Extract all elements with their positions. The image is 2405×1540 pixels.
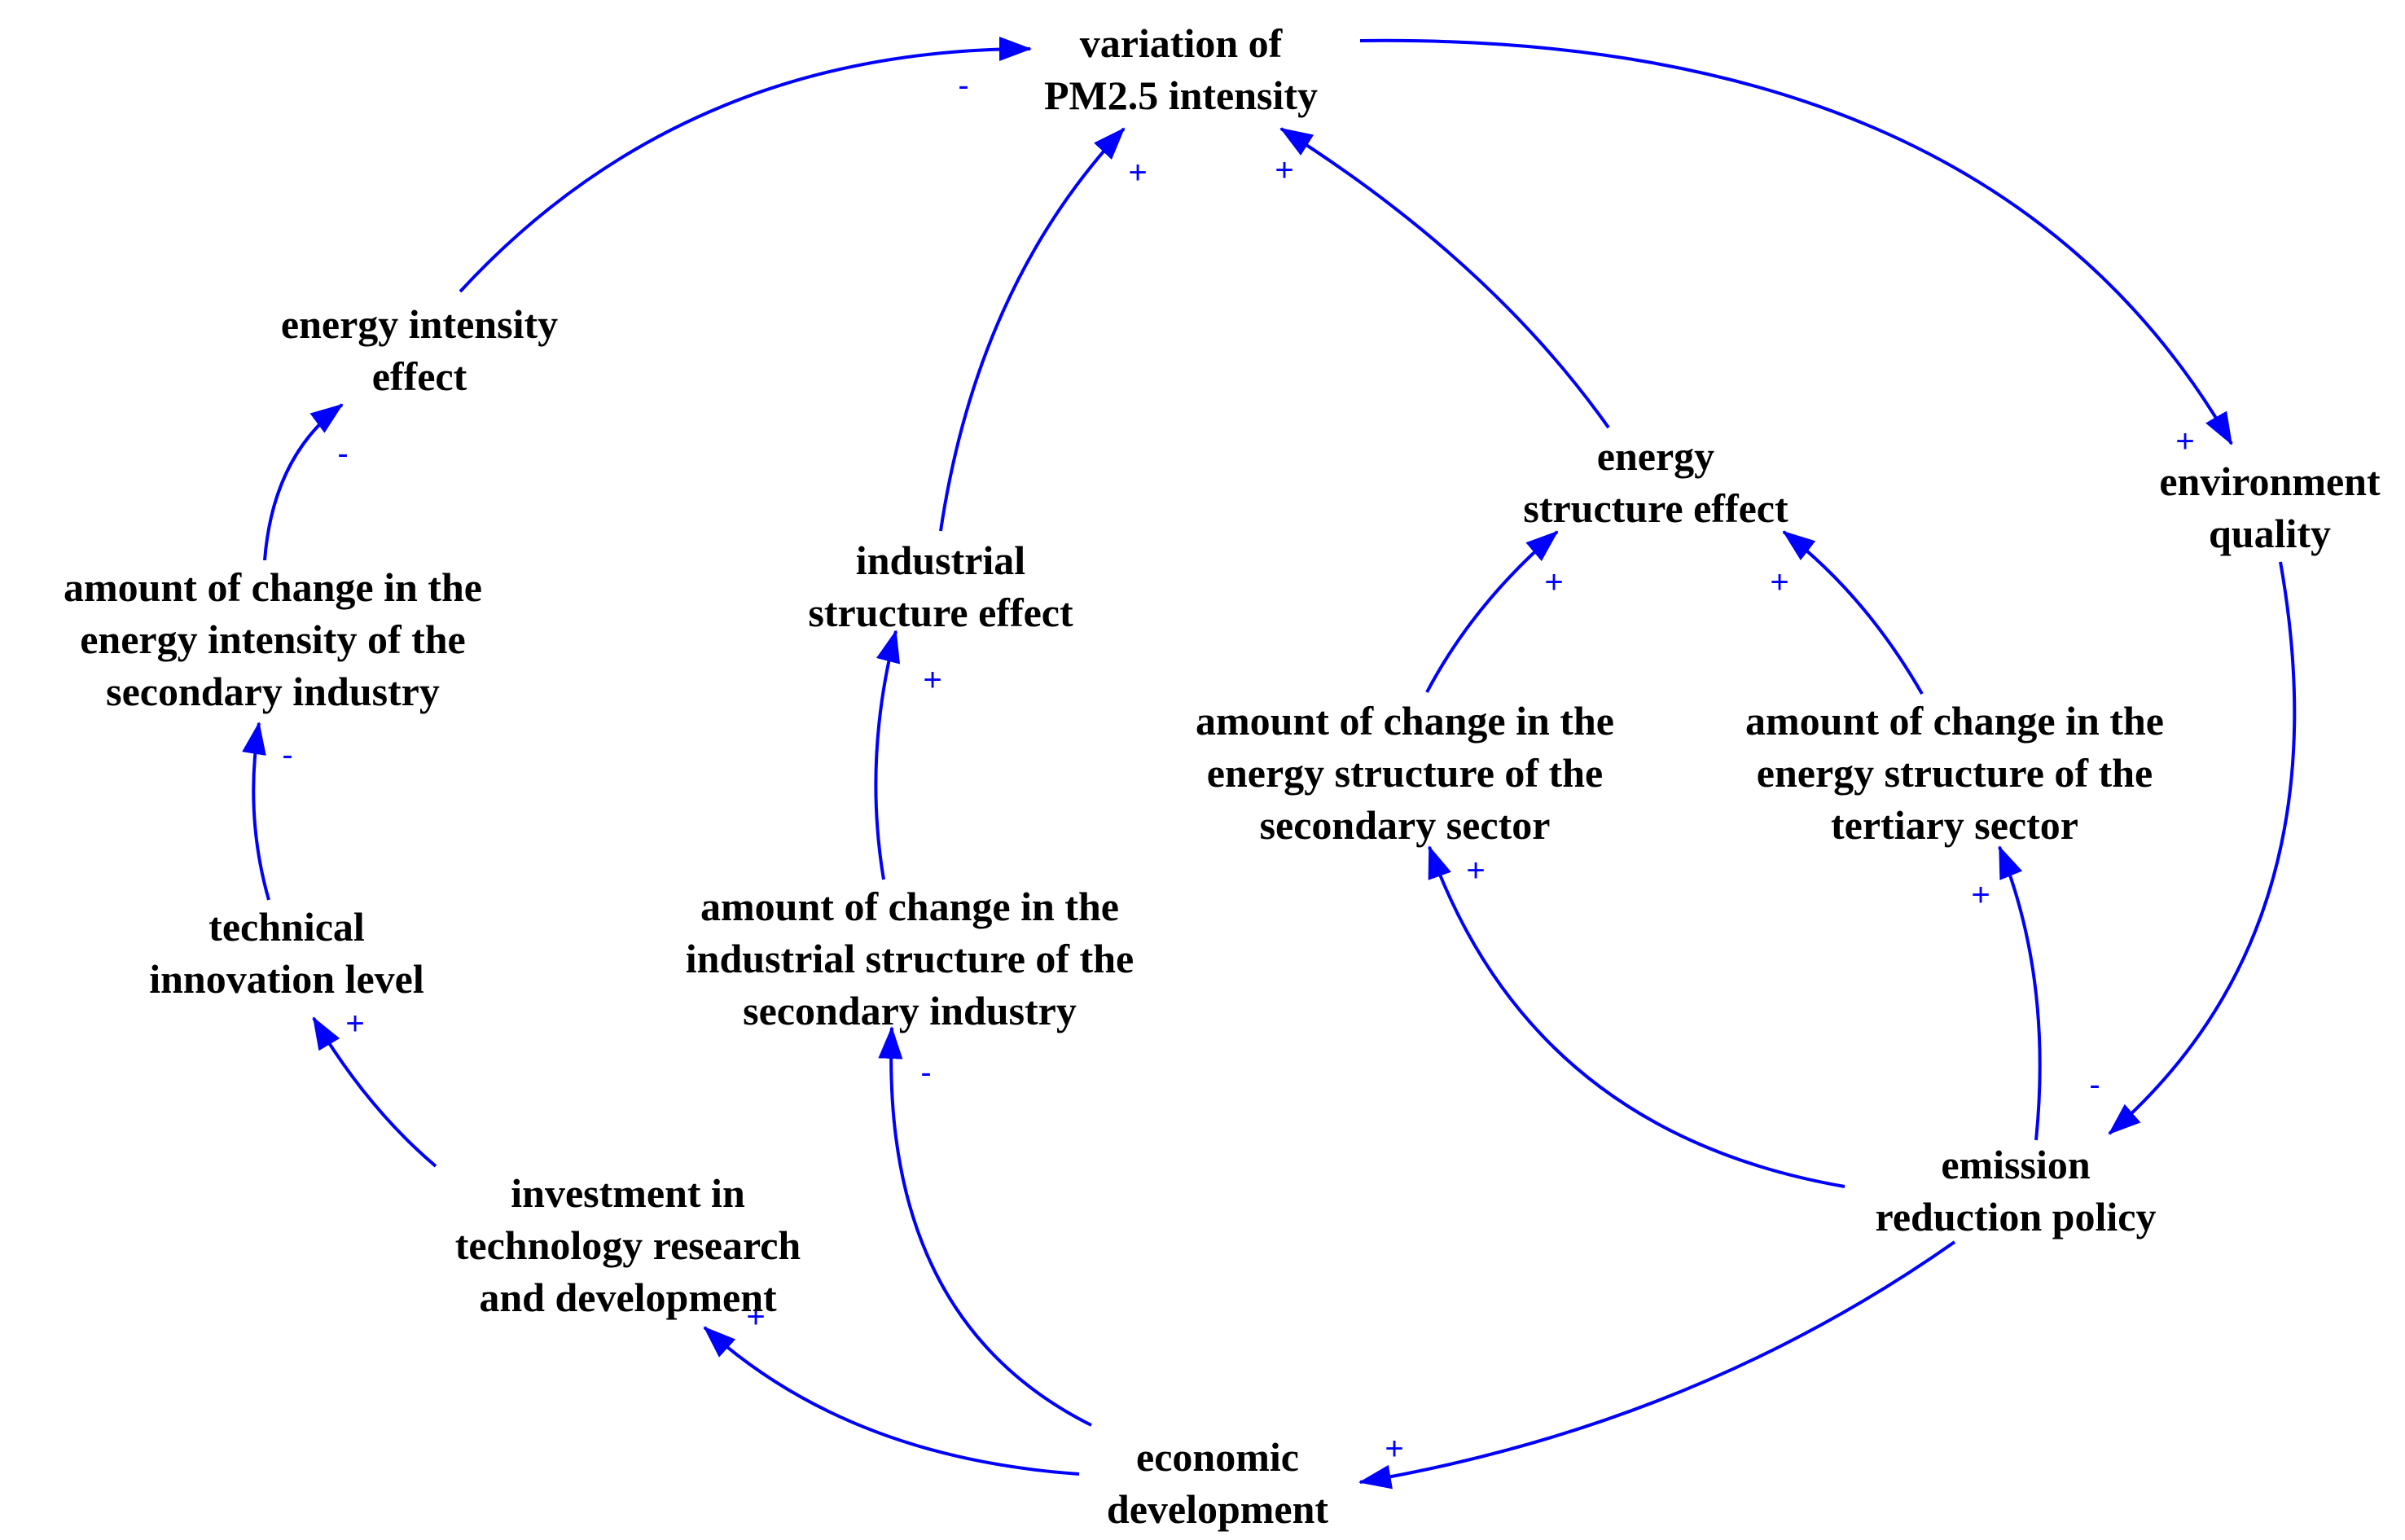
node-emission-reduction-policy: emission reduction policy <box>1876 1142 2157 1239</box>
node-label-line: industrial structure of the <box>686 936 1134 981</box>
node-label-line: quality <box>2209 511 2331 556</box>
node-label-line: tertiary sector <box>1831 802 2078 848</box>
polarity-energy-structure-effect-to-pm25: + <box>1275 152 1293 188</box>
polarity-emission-policy-to-change-energy-structure-tertiary: + <box>1971 877 1990 913</box>
link-emission-policy-to-economic-development <box>1358 1240 1956 1490</box>
polarity-change-industrial-structure-to-industrial-structure-effect: + <box>923 662 941 698</box>
link-environment-quality-to-emission-policy <box>2108 561 2297 1135</box>
node-label-line: industrial <box>856 537 1026 583</box>
polarity-emission-policy-to-economic-development: + <box>1385 1431 1403 1467</box>
node-label-line: secondary industry <box>743 988 1077 1033</box>
node-label-line: amount of change in the <box>1196 698 1614 744</box>
link-energy-intensity-effect-to-pm25 <box>459 37 1032 293</box>
node-label-line: energy intensity <box>281 301 558 347</box>
node-label-line: innovation level <box>149 956 424 1002</box>
link-change-energy-intensity-to-energy-intensity-effect <box>263 403 344 561</box>
node-environment-quality: environment quality <box>2159 458 2381 556</box>
node-change-energy-structure-secondary: amount of change in the energy structure… <box>1196 698 1614 848</box>
node-label-line: variation of <box>1080 20 1284 66</box>
polarity-emission-policy-to-change-energy-structure-secondary: + <box>1466 853 1485 888</box>
node-label-line: amount of change in the <box>700 884 1119 929</box>
polarity-change-energy-structure-tertiary-to-energy-structure-effect: + <box>1770 564 1788 600</box>
nodes: variation of PM2.5 intensity energy inte… <box>64 20 2381 1532</box>
link-pm25-to-environment-quality <box>1359 38 2233 445</box>
node-label-line: economic <box>1136 1434 1299 1480</box>
polarity-investment-rd-to-technical-innovation: + <box>345 1006 364 1042</box>
node-label-line: environment <box>2159 458 2381 504</box>
node-change-industrial-structure: amount of change in the industrial struc… <box>686 884 1134 1033</box>
link-industrial-structure-effect-to-pm25 <box>939 127 1126 532</box>
node-label-line: structure effect <box>1523 485 1788 531</box>
node-label-line: reduction policy <box>1876 1194 2157 1239</box>
node-label-line: energy structure of the <box>1757 750 2153 796</box>
node-label-line: emission <box>1941 1142 2091 1187</box>
node-label-line: energy <box>1597 433 1714 479</box>
links <box>242 37 2297 1490</box>
polarity-economic-development-to-investment-rd: + <box>746 1299 765 1335</box>
node-label-line: development <box>1107 1486 1329 1532</box>
polarity-energy-intensity-effect-to-pm25: - <box>958 68 968 103</box>
node-label-line: amount of change in the <box>64 564 482 610</box>
node-industrial-structure-effect: industrial structure effect <box>808 537 1073 635</box>
link-technical-innovation-to-change-energy-intensity <box>242 722 270 901</box>
node-label-line: effect <box>372 353 467 399</box>
polarity-environment-quality-to-emission-policy: - <box>2089 1067 2100 1103</box>
node-energy-intensity-effect: energy intensity effect <box>281 301 558 399</box>
node-technical-innovation-level: technical innovation level <box>149 904 424 1002</box>
node-label-line: energy structure of the <box>1207 750 1603 796</box>
polarity-industrial-structure-effect-to-pm25: + <box>1128 155 1147 191</box>
node-label-line: PM2.5 intensity <box>1044 72 1318 118</box>
node-label-line: structure effect <box>808 590 1073 635</box>
link-emission-policy-to-change-energy-structure-secondary <box>1428 845 1845 1188</box>
link-energy-structure-effect-to-pm25 <box>1279 127 1610 429</box>
node-label-line: secondary sector <box>1260 802 1551 848</box>
polarity-technical-innovation-to-change-energy-intensity: - <box>282 737 292 773</box>
polarity-change-energy-intensity-to-energy-intensity-effect: - <box>337 436 348 472</box>
link-change-energy-structure-secondary-to-energy-structure-effect <box>1425 530 1559 693</box>
link-economic-development-to-change-industrial-structure <box>878 1026 1092 1427</box>
node-label-line: energy intensity of the <box>80 616 466 662</box>
link-economic-development-to-investment-rd <box>703 1326 1080 1476</box>
node-change-energy-structure-tertiary: amount of change in the energy structure… <box>1745 698 2164 848</box>
link-change-energy-structure-tertiary-to-energy-structure-effect <box>1782 530 1924 695</box>
node-label-line: secondary industry <box>106 669 440 714</box>
polarity-pm25-to-environment-quality: + <box>2175 423 2194 459</box>
polarity-economic-development-to-change-industrial-structure: - <box>920 1055 931 1090</box>
node-change-energy-intensity: amount of change in the energy intensity… <box>64 564 482 714</box>
node-label-line: technology research <box>455 1222 801 1268</box>
node-energy-structure-effect: energy structure effect <box>1523 433 1788 531</box>
polarity-change-energy-structure-secondary-to-energy-structure-effect: + <box>1544 564 1563 600</box>
node-label-line: and development <box>479 1275 777 1320</box>
polarity-signs: - + + + - - + + - + + + + + - + <box>282 68 2194 1467</box>
node-economic-development: economic development <box>1107 1434 1329 1532</box>
link-emission-policy-to-change-energy-structure-tertiary <box>1998 845 2042 1141</box>
node-pm25-intensity: variation of PM2.5 intensity <box>1044 20 1318 118</box>
node-label-line: technical <box>208 904 365 950</box>
node-investment-rd: investment in technology research and de… <box>455 1170 801 1320</box>
node-label-line: amount of change in the <box>1745 698 2164 744</box>
node-label-line: investment in <box>511 1170 745 1216</box>
link-investment-rd-to-technical-innovation <box>312 1016 437 1168</box>
link-change-industrial-structure-to-industrial-structure-effect <box>874 630 901 880</box>
